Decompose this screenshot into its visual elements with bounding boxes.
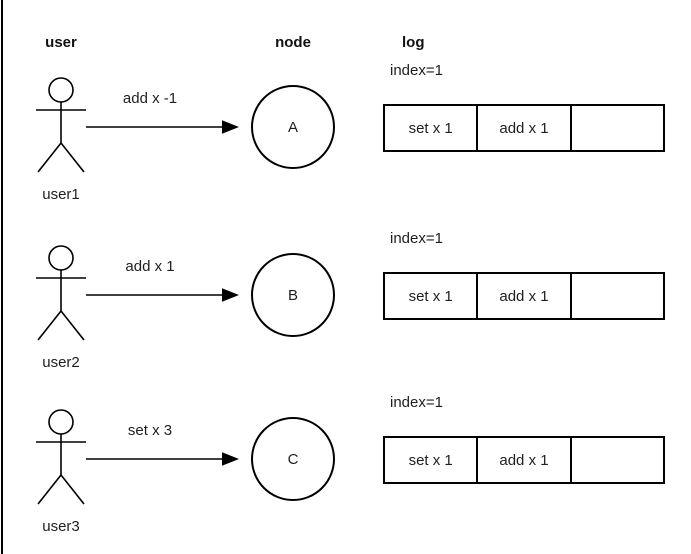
node-label: A — [287, 118, 298, 136]
arrow-icon — [86, 452, 239, 466]
log-index-label: index=1 — [390, 62, 443, 79]
log-table: set x 1 add x 1 — [383, 436, 665, 484]
log-cell — [572, 274, 663, 318]
log-cell: set x 1 — [385, 106, 479, 150]
log-index-label: index=1 — [390, 230, 443, 247]
column-header-node: node — [275, 34, 311, 51]
node-label: B — [287, 286, 298, 304]
message-label: add x 1 — [125, 258, 175, 275]
column-header-user: user — [45, 34, 77, 51]
node-label: C — [287, 450, 299, 468]
log-cell — [572, 438, 663, 482]
log-table: set x 1 add x 1 — [383, 272, 665, 320]
diagram-row-1: user1 add x -1 A index=1 set x 1 add x 1 — [0, 62, 691, 222]
message-label: set x 3 — [127, 422, 173, 439]
log-cell — [572, 106, 663, 150]
log-cell: add x 1 — [478, 438, 572, 482]
log-index-label: index=1 — [390, 394, 443, 411]
actor-name: user3 — [42, 518, 80, 535]
message-label: add x -1 — [122, 90, 178, 107]
stick-figure-icon — [36, 409, 86, 505]
log-cell: set x 1 — [385, 274, 479, 318]
node-circle: A — [251, 85, 335, 169]
log-table: set x 1 add x 1 — [383, 104, 665, 152]
node-circle: B — [251, 253, 335, 337]
canvas-left-border — [1, 0, 3, 554]
stick-figure-icon — [36, 77, 86, 173]
diagram-row-3: user3 set x 3 C index=1 set x 1 add x 1 — [0, 394, 691, 554]
arrow-icon — [86, 288, 239, 302]
actor-name: user2 — [42, 354, 80, 371]
log-cell: add x 1 — [478, 274, 572, 318]
log-cell: add x 1 — [478, 106, 572, 150]
diagram-row-2: user2 add x 1 B index=1 set x 1 add x 1 — [0, 230, 691, 390]
column-header-log: log — [402, 34, 425, 51]
stick-figure-icon — [36, 245, 86, 341]
log-cell: set x 1 — [385, 438, 479, 482]
node-circle: C — [251, 417, 335, 501]
arrow-icon — [86, 120, 239, 134]
actor-name: user1 — [42, 186, 80, 203]
